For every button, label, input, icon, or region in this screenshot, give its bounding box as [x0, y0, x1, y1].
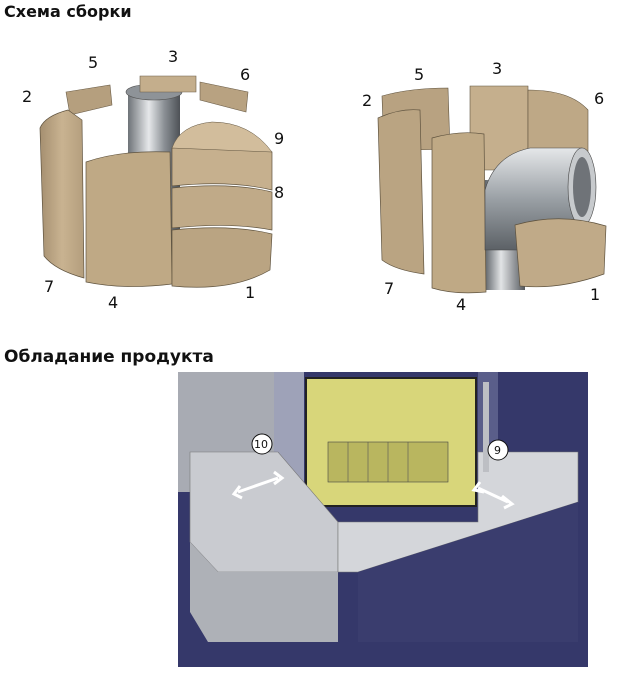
ring-1: [514, 218, 607, 288]
label-7: 7: [44, 277, 54, 296]
ring-1: [171, 227, 273, 288]
segment-4: [431, 132, 487, 294]
plinth-top-right: [337, 451, 579, 573]
segment-3: [139, 75, 197, 93]
badge-10: 10: [254, 438, 268, 451]
product-diagram: 10 9: [178, 372, 608, 672]
label-7: 7: [384, 279, 394, 298]
label-6: 6: [240, 65, 250, 84]
arrow-right: [471, 481, 515, 510]
label-8: 8: [274, 183, 284, 202]
segment-6: [199, 81, 249, 113]
segment-4: [85, 151, 173, 287]
assembly-diagram-left: 2 5 3 6 9 8 7 4 1: [0, 30, 310, 320]
badge-9: 9: [494, 444, 501, 457]
label-1: 1: [245, 283, 255, 302]
label-3: 3: [492, 59, 502, 78]
product-heading: Обладание продукта: [4, 347, 214, 367]
segment-2-7: [377, 109, 425, 275]
label-1: 1: [590, 285, 600, 304]
label-6: 6: [594, 89, 604, 108]
segment-5: [65, 84, 113, 116]
label-4: 4: [108, 293, 118, 312]
segment-2-7: [39, 109, 85, 279]
label-5: 5: [414, 65, 424, 84]
assembly-heading: Схема сборки: [4, 2, 132, 21]
label-2: 2: [362, 91, 372, 110]
assembly-diagram-right: 2 5 3 6 7 4 1: [310, 30, 619, 320]
ring-8: [171, 185, 273, 231]
label-3: 3: [168, 47, 178, 66]
label-9: 9: [274, 129, 284, 148]
label-4: 4: [456, 295, 466, 314]
label-2: 2: [22, 87, 32, 106]
arrow-left: [231, 470, 285, 500]
label-5: 5: [88, 53, 98, 72]
